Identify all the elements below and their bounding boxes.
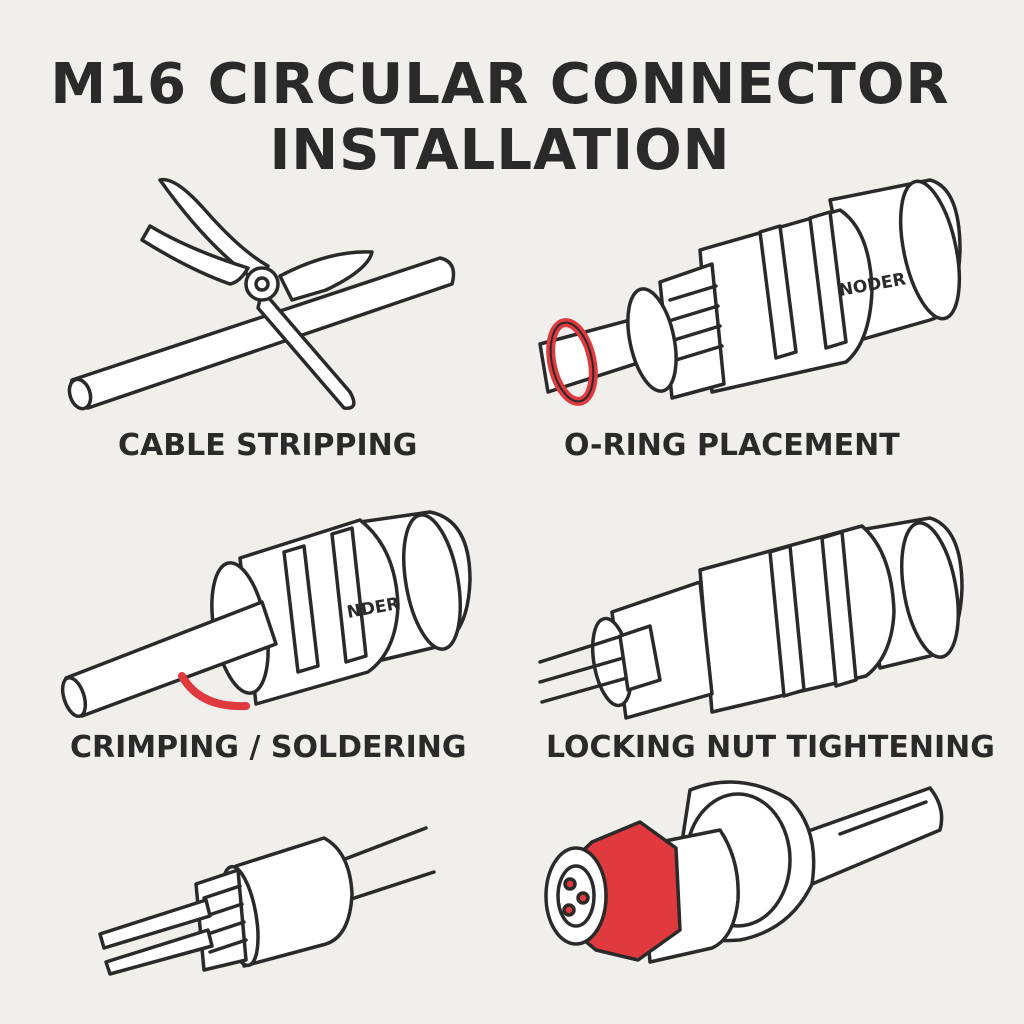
page-title-line-1: M16 CIRCULAR CONNECTOR bbox=[50, 52, 950, 117]
step-label-locking-nut-tightening: LOCKING NUT TIGHTENING bbox=[546, 730, 995, 765]
step-label-cable-stripping: CABLE STRIPPING bbox=[118, 428, 418, 463]
cable-gland-with-wires-icon bbox=[98, 826, 436, 976]
connector-o-ring-icon: NODER bbox=[538, 178, 962, 406]
connector-on-cable-icon: NDER bbox=[60, 510, 472, 719]
step-label-crimping-soldering: CRIMPING / SOLDERING bbox=[70, 730, 467, 765]
scissors-cutting-cable-icon bbox=[67, 177, 456, 411]
page-title-line-2: INSTALLATION bbox=[269, 118, 731, 183]
connector-with-wires-icon bbox=[538, 516, 964, 720]
step-label-o-ring-placement: O-RING PLACEMENT bbox=[564, 428, 900, 463]
wrench-tightening-hex-nut-icon bbox=[544, 780, 944, 964]
